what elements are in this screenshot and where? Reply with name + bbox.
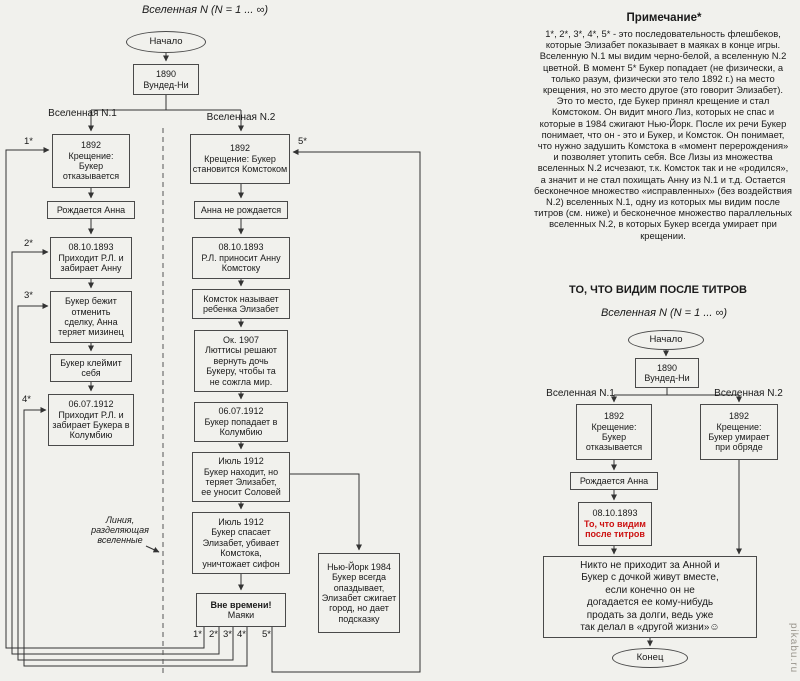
divider-label: Линия, разделяющая вселенные [91,515,149,545]
date-label: 08.10.1893 [592,508,638,519]
n1-anna-taken-node: 08.10.1893 Приходит Р.Л. и забирает Анну [50,237,132,279]
universe-2-label: Вселенная N.2 [206,112,276,123]
after-credits-title: ТО, ЧТО ВИДИМ ПОСЛЕ ТИТРОВ [569,284,747,296]
star-4-label: 4* [22,394,31,405]
n1-brand-node: Букер клеймит себя [50,354,132,382]
n2-luteces-node: Ок. 1907 Люттисы решают вернуть дочь Бук… [194,330,288,392]
bottom-star-5: 5* [262,629,271,640]
bottom-star-1: 1* [193,629,202,640]
universe-1-label: Вселенная N.1 [48,108,117,119]
final-outcome-node: Никто не приходит за Анной и Букер с доч… [543,556,757,638]
right-anna-born-node: Рождается Анна [570,472,658,490]
n1-anna-born-node: Рождается Анна [47,201,135,219]
after-credits-red-label: То, что видим после титров [584,518,646,540]
right-n2-baptism-node: 1892 Крещение: Букер умирает при обряде [700,404,778,460]
end-terminator: Конец [612,648,688,668]
right-universe-2-label: Вселенная N.2 [714,388,783,399]
left-chart-title: Вселенная N (N = 1 ... ∞) [141,4,269,16]
note-title: Примечание* [626,12,702,24]
n2-anna-not-born-node: Анна не рождается [194,201,288,219]
new-york-1984-node: Нью-Йорк 1984 Букер всегда опаздывает, Э… [318,553,400,633]
timeless-lighthouses-node: Вне времени! Маяки [196,593,286,627]
watermark: pikabu.ru [788,622,799,673]
bottom-star-2: 2* [209,629,218,640]
n2-baptism-node: 1892 Крещение: Букер становится Комстоко… [190,134,290,184]
right-chart-subtitle: Вселенная N (N = 1 ... ∞) [600,307,728,319]
star-2-label: 2* [24,238,33,249]
n2-siphon-node: Июль 1912 Букер спасает Элизабет, убивае… [192,512,290,574]
bottom-star-4: 4* [237,629,246,640]
right-n1-baptism-node: 1892 Крещение: Букер отказывается [576,404,652,460]
timeless-label: Вне времени! [210,599,272,610]
right-start-terminator: Начало [628,330,704,350]
bottom-star-3: 3* [223,629,232,640]
right-universe-1-label: Вселенная N.1 [546,388,615,399]
start-terminator: Начало [126,31,206,53]
star-5-label: 5* [298,136,307,147]
n1-baptism-node: 1892 Крещение: Букер отказывается [52,134,130,188]
star-3-label: 3* [24,290,33,301]
n1-columbia-node: 06.07.1912 Приходит Р.Л. и забирает Буке… [48,394,134,446]
n2-booker-columbia-node: 06.07.1912 Букер попадает в Колумбию [194,402,288,442]
n2-songbird-node: Июль 1912 Букер находит, но теряет Элиза… [192,452,290,502]
n1-finger-node: Букер бежит отменить сделку, Анна теряет… [50,291,132,343]
lighthouses-label: Маяки [227,610,255,620]
wounded-knee-node: 1890 Вундед-Ни [133,64,199,95]
n2-anna-brought-node: 08.10.1893 Р.Л. приносит Анну Комстоку [192,237,290,279]
note-body: 1*, 2*, 3*, 4*, 5* - это последовательно… [534,28,792,241]
right-wounded-knee-node: 1890 Вундед-Ни [635,358,699,388]
star-1-label: 1* [24,136,33,147]
after-credits-moment-node: 08.10.1893 То, что видим после титров [578,502,652,546]
n2-elizabeth-named-node: Комсток называет ребенка Элизабет [192,289,290,319]
